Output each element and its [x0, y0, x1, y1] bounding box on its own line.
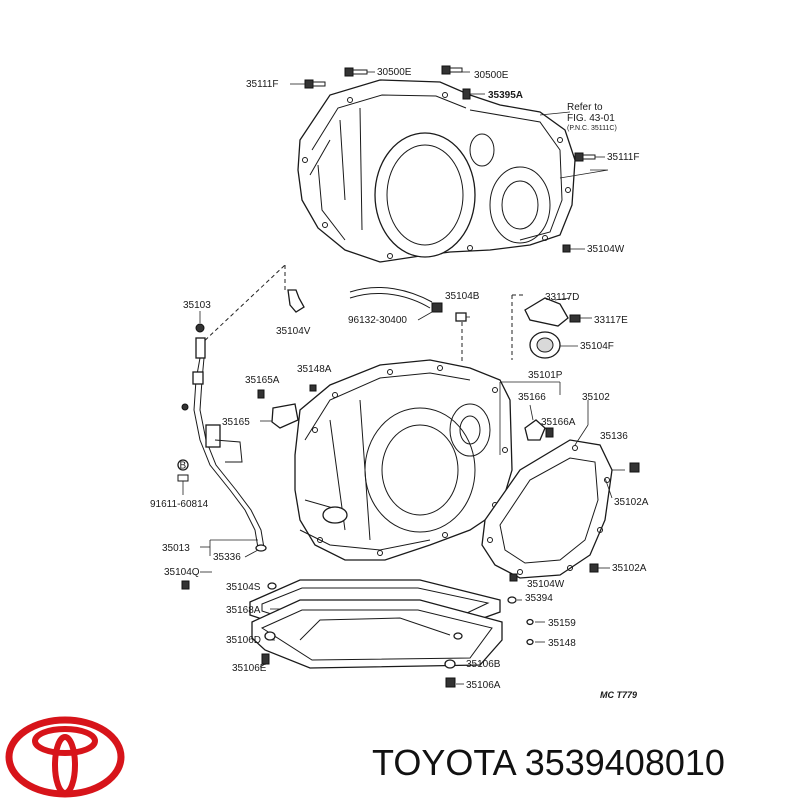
label-30500E: 30500E [474, 70, 509, 81]
label-35104W: 35104W [587, 244, 625, 255]
drain-plug-icon [445, 677, 456, 688]
figure-code: MC T779 [600, 690, 637, 700]
label-96132-30400: 96132-30400 [348, 315, 407, 326]
transaxle-housing [297, 79, 576, 263]
bolt-icon [509, 462, 640, 582]
label-33117E: 33117E [594, 315, 628, 326]
breather-hose [287, 286, 470, 322]
label-30500E: 30500E [377, 67, 412, 78]
label-35102: 35102 [582, 392, 610, 403]
label-35106B: 35106B [466, 659, 501, 670]
label-35168A: 35168A [226, 605, 261, 616]
label-35103: 35103 [183, 300, 211, 311]
label-35166A: 35166A [541, 417, 576, 428]
label-35165A: 35165A [245, 375, 280, 386]
label-35013: 35013 [162, 543, 190, 554]
reference-line-1: Refer to [567, 102, 603, 113]
bracket-lines-right [499, 294, 589, 455]
reference-line-2: FIG. 43-01 [567, 113, 615, 124]
label-35102A: 35102A [614, 497, 649, 508]
label-33117D: 33117D [545, 292, 579, 303]
label-35148A: 35148A [297, 364, 332, 375]
bolt-icon [181, 580, 190, 590]
label-35101P: 35101P [528, 370, 563, 381]
label-35104Q: 35104Q [164, 567, 200, 578]
hardware-35165 [257, 384, 317, 429]
label-91611-60814: 91611-60814 [150, 499, 209, 510]
label-35104B: 35104B [445, 291, 480, 302]
label-35106D: 35106D [226, 635, 261, 646]
drain-plug-gasket-icon [444, 659, 456, 669]
bracket-33117d [524, 297, 592, 327]
label-35111F: 35111F [246, 79, 278, 90]
label-35106E: 35106E [232, 663, 267, 674]
bolt-icon [304, 65, 596, 253]
label-35166: 35166 [518, 392, 546, 403]
label-35106A: 35106A [466, 680, 501, 691]
callout-b-icon: B [177, 459, 189, 495]
label-35165: 35165 [222, 417, 250, 428]
label-35148: 35148 [548, 638, 576, 649]
gasket-ring-icon [507, 596, 517, 604]
dipstick-tube [181, 264, 286, 552]
label-35104W: 35104W [527, 579, 565, 590]
seal-icon [267, 582, 277, 590]
svg-text:B: B [180, 461, 187, 472]
oil-seal-35104f [529, 331, 578, 359]
label-35136: 35136 [600, 431, 628, 442]
label-35395A: 35395A [488, 90, 523, 101]
label-35102A: 35102A [612, 563, 647, 574]
reference-line-3: (P.N.C. 35111C) [567, 125, 617, 132]
leader-lines-top [290, 71, 609, 250]
label-35104S: 35104S [226, 582, 261, 593]
label-35336: 35336 [213, 552, 241, 563]
label-35394: 35394 [525, 593, 553, 604]
label-35104F: 35104F [580, 341, 614, 352]
label-35111F: 35111F [607, 152, 639, 163]
extension-housing [481, 439, 613, 579]
transaxle-case [294, 359, 513, 561]
brand-caption: TOYOTA 3539408010 [372, 742, 725, 783]
oil-pan [251, 599, 503, 669]
bolt-icon [261, 653, 270, 665]
label-35159: 35159 [548, 618, 576, 629]
washer-icon [526, 638, 534, 646]
toyota-logo [5, 716, 125, 798]
label-35104V: 35104V [276, 326, 311, 337]
hardware-35166 [524, 404, 554, 441]
washer-icon [526, 618, 534, 626]
